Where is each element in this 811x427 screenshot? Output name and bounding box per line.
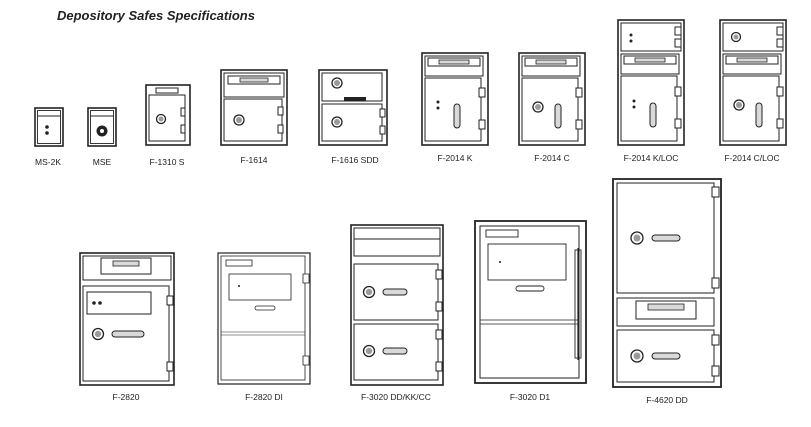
label-f-3020-d1: F-3020 D1 [509, 392, 551, 402]
safe-f-2014-c-drawing [518, 52, 586, 146]
label-f-2014-c: F-2014 C [534, 153, 570, 163]
label-f-2820-di: F-2820 DI [245, 392, 283, 402]
label-f-4620-dd: F-4620 DD [646, 395, 688, 405]
safe-f-1616-sdd-drawing [318, 69, 388, 146]
page-title: Depository Safes Specifications [57, 8, 255, 23]
label-f-2820: F-2820 [112, 392, 140, 402]
safe-f-4620-dd-drawing [612, 178, 722, 388]
label-mse: MSE [92, 157, 112, 167]
safe-f-3020-d1-drawing [474, 220, 587, 384]
safe-f-2014-k-loc-drawing [617, 19, 685, 146]
safe-f-2014-k-drawing [421, 52, 489, 146]
label-ms-2k: MS-2K [35, 157, 61, 167]
label-f-1310-s: F-1310 S [149, 157, 185, 167]
safe-f-1310-s-drawing [145, 84, 191, 146]
label-f-1614: F-1614 [240, 155, 268, 165]
safe-mse-drawing [87, 107, 117, 147]
safe-f-2014-c-loc-drawing [719, 19, 787, 146]
safe-f-3020-dd-kk-cc-drawing [350, 224, 444, 386]
safe-f-1614-drawing [220, 69, 288, 146]
label-f-3020-dd-kk-cc: F-3020 DD/KK/CC [361, 392, 431, 402]
label-f-1616-sdd: F-1616 SDD [331, 155, 379, 165]
label-f-2014-k-loc: F-2014 K/LOC [623, 153, 679, 163]
safe-ms-2k-drawing [34, 107, 64, 147]
label-f-2014-c-loc: F-2014 C/LOC [724, 153, 780, 163]
label-f-2014-k: F-2014 K [437, 153, 473, 163]
safe-f-2820-drawing [79, 252, 175, 386]
safe-f-2820-di-drawing [217, 252, 311, 385]
